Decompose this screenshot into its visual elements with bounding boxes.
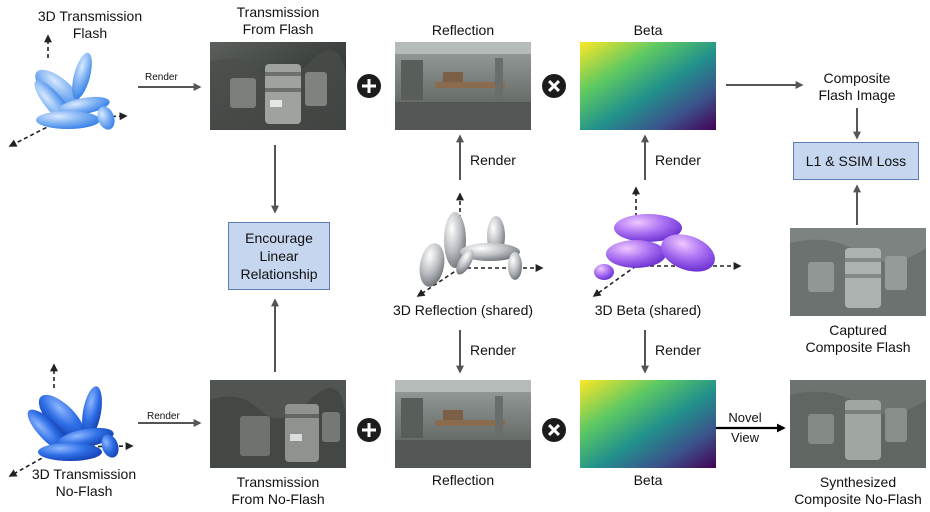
add-operator-bottom [357,418,381,442]
reflection-image-top [395,42,531,130]
encourage-line-3: Relationship [240,266,318,282]
transmission-flash-image [210,42,346,130]
reflection-3d-label: 3D Reflection (shared) [392,302,534,318]
render-label-beta-down: Render [655,342,701,358]
reflection-bottom-label: Reflection [431,472,495,488]
add-operator-top [357,74,381,98]
render-label-reflection-down: Render [470,342,516,358]
multiply-operator-bottom [542,418,566,442]
render-label-beta-up: Render [655,152,701,168]
synthesized-composite-noflash-image [790,380,926,468]
transmission-noflash-image [210,380,346,468]
beta-image-top [580,42,716,130]
transmission-flash-gaussians [8,34,128,147]
beta-3d-label: 3D Beta (shared) [594,302,702,318]
beta-image-bottom [580,380,716,468]
transmission-from-noflash-label: Transmission From No-Flash [231,474,325,507]
render-label-bottom-small: Render [147,411,180,422]
synthesized-composite-noflash-label: Synthesized Composite No-Flash [794,474,922,507]
encourage-linear-relationship-box: Encourage Linear Relationship [228,222,330,290]
render-label-reflection-up: Render [470,152,516,168]
beta-bottom-label: Beta [633,472,663,488]
reflection-image-bottom [395,380,531,468]
novel-view-label: Novel View [728,410,762,445]
beta-gaussians [592,186,742,297]
encourage-line-1: Encourage [245,230,313,246]
beta-top-label: Beta [633,22,663,38]
transmission-flash-3d-label: 3D Transmission Flash [37,8,143,41]
multiply-operator-top [542,74,566,98]
captured-composite-flash-label: Captured Composite Flash [805,322,911,355]
reflection-top-label: Reflection [431,22,495,38]
loss-label: L1 & SSIM Loss [805,153,907,169]
encourage-line-2: Linear [259,248,299,264]
transmission-from-flash-label: Transmission From Flash [236,4,320,37]
captured-composite-flash-image [790,228,926,316]
render-label-top-small: Render [145,72,178,83]
loss-box: L1 & SSIM Loss [793,142,919,180]
transmission-noflash-3d-label: 3D Transmission No-Flash [31,466,137,499]
composite-flash-image-label: Composite Flash Image [818,70,896,103]
reflection-gaussians [416,192,544,297]
transmission-noflash-gaussians [8,363,134,477]
